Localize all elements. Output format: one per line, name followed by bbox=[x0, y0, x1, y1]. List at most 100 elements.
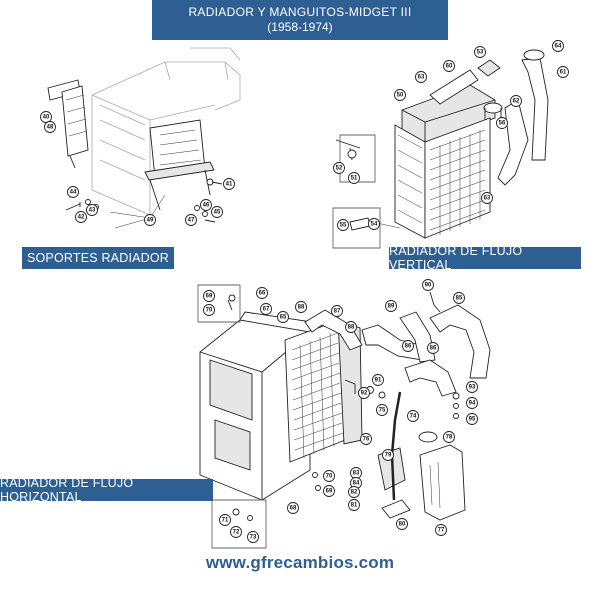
callout-label: 77 bbox=[438, 528, 445, 534]
callout-label: 62 bbox=[513, 99, 520, 105]
callout-label: 73 bbox=[250, 535, 257, 541]
section-label-vertical-flow: RADIADOR DE FLUJO VERTICAL bbox=[389, 244, 581, 272]
callout-marker bbox=[223, 178, 235, 190]
callout-marker bbox=[348, 486, 360, 498]
callout-marker bbox=[333, 162, 345, 174]
callout-label: 85 bbox=[456, 296, 463, 302]
callout-label: 93 bbox=[469, 385, 476, 391]
callout-label: 45 bbox=[214, 210, 221, 216]
section-label-horizontal-flow: RADIADOR DE FLUJO HORIZONTAL bbox=[0, 476, 213, 504]
callout-marker bbox=[203, 290, 215, 302]
callout-marker bbox=[466, 413, 478, 425]
callout-label: 70 bbox=[206, 308, 213, 314]
callout-label: 86 bbox=[405, 344, 412, 350]
callout-marker bbox=[496, 117, 508, 129]
horizontal-radiator-drawing bbox=[197, 284, 491, 549]
callout-label: 84 bbox=[353, 481, 360, 487]
callout-label: 48 bbox=[47, 125, 54, 131]
callout-marker bbox=[323, 485, 335, 497]
callout-marker bbox=[287, 502, 299, 514]
callout-marker bbox=[415, 71, 427, 83]
callout-marker bbox=[453, 292, 465, 304]
callout-marker bbox=[348, 172, 360, 184]
callout-label: 94 bbox=[469, 401, 476, 407]
callout-label: 88 bbox=[348, 325, 355, 331]
callout-marker bbox=[443, 431, 455, 443]
callout-marker bbox=[277, 311, 289, 323]
callout-label: 81 bbox=[351, 503, 358, 509]
vertical-radiator-drawing bbox=[332, 49, 549, 249]
callout-marker bbox=[396, 518, 408, 530]
callout-marker bbox=[427, 342, 439, 354]
callout-marker bbox=[481, 192, 493, 204]
callout-label: 41 bbox=[226, 182, 233, 188]
callout-marker bbox=[295, 301, 307, 313]
callout-label: 91 bbox=[375, 378, 382, 384]
callout-label: 46 bbox=[203, 203, 210, 209]
callout-label: 54 bbox=[371, 222, 378, 228]
page-subtitle: (1958-1974) bbox=[267, 20, 333, 34]
callout-label: 40 bbox=[43, 115, 50, 121]
callout-label: 74 bbox=[410, 414, 417, 420]
callout-marker bbox=[40, 111, 52, 123]
callout-label: 56 bbox=[499, 121, 506, 127]
callout-label: 60 bbox=[446, 64, 453, 70]
callout-label: 78 bbox=[446, 435, 453, 441]
callout-label: 63 bbox=[484, 196, 491, 202]
callout-marker bbox=[443, 60, 455, 72]
callout-marker bbox=[247, 531, 259, 543]
callout-marker bbox=[435, 524, 447, 536]
callout-label: 95 bbox=[469, 417, 476, 423]
callout-marker bbox=[260, 303, 272, 315]
callout-label: 67 bbox=[263, 307, 270, 313]
callout-label: 87 bbox=[334, 309, 341, 315]
callout-marker bbox=[144, 214, 156, 226]
callout-label: 79 bbox=[385, 453, 392, 459]
callout-marker bbox=[382, 449, 394, 461]
callout-label: 89 bbox=[388, 304, 395, 310]
callout-label: 42 bbox=[78, 215, 85, 221]
callout-label: 61 bbox=[560, 70, 567, 76]
callout-marker bbox=[358, 387, 370, 399]
callout-label: 88 bbox=[298, 305, 305, 311]
callout-label: 63 bbox=[418, 75, 425, 81]
callout-label: 52 bbox=[336, 166, 343, 172]
callout-marker bbox=[44, 121, 56, 133]
callout-label: 82 bbox=[351, 490, 358, 496]
callout-label: 70 bbox=[326, 474, 333, 480]
callout-marker bbox=[557, 66, 569, 78]
callout-marker bbox=[67, 186, 79, 198]
callout-marker bbox=[394, 89, 406, 101]
callout-marker bbox=[345, 321, 357, 333]
callout-marker bbox=[75, 211, 87, 223]
title-banner: RADIADOR Y MANGUITOS-MIDGET III (1958-19… bbox=[152, 0, 448, 40]
callout-marker bbox=[331, 305, 343, 317]
callout-marker bbox=[211, 206, 223, 218]
callout-marker bbox=[256, 287, 268, 299]
callout-label: 72 bbox=[233, 530, 240, 536]
callout-label: 76 bbox=[363, 437, 370, 443]
callout-marker bbox=[376, 404, 388, 416]
callout-label: 53 bbox=[477, 50, 484, 56]
callout-marker bbox=[360, 433, 372, 445]
website-link[interactable]: www.gfrecambios.com bbox=[205, 553, 395, 572]
callout-label: 69 bbox=[206, 294, 213, 300]
callout-marker bbox=[348, 499, 360, 511]
callout-label: 69 bbox=[326, 489, 333, 495]
callout-marker bbox=[474, 46, 486, 58]
callout-label: 90 bbox=[425, 283, 432, 289]
callout-label: 71 bbox=[222, 518, 229, 524]
callout-label: 51 bbox=[351, 176, 358, 182]
callout-marker bbox=[337, 219, 349, 231]
callout-label: 50 bbox=[397, 93, 404, 99]
callout-marker bbox=[323, 470, 335, 482]
callout-label: 86 bbox=[430, 346, 437, 352]
part-callouts: 4048414442434746454953606461635062565251… bbox=[40, 40, 569, 543]
callout-marker bbox=[402, 340, 414, 352]
page-title: RADIADOR Y MANGUITOS-MIDGET III bbox=[188, 5, 412, 19]
callout-label: 75 bbox=[379, 408, 386, 414]
callout-marker bbox=[510, 95, 522, 107]
callout-label: 92 bbox=[361, 391, 368, 397]
callout-marker bbox=[385, 300, 397, 312]
callout-label: 55 bbox=[340, 223, 347, 229]
